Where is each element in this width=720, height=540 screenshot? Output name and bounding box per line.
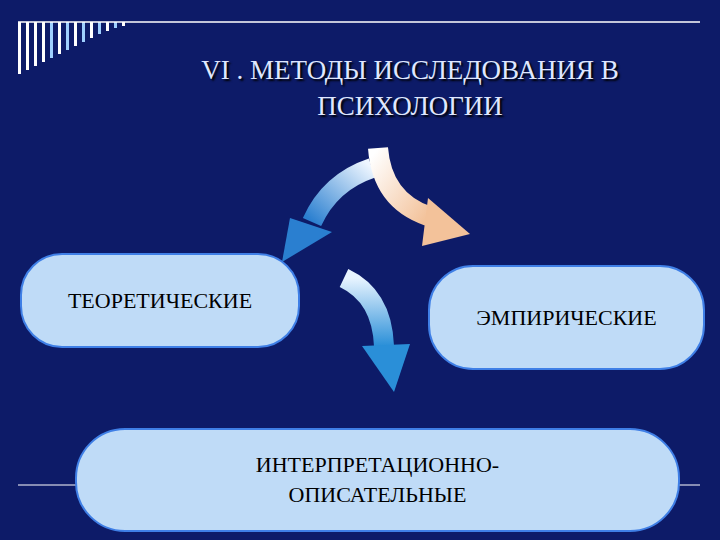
corner-bars: [18, 22, 125, 74]
middle-arrow: [344, 278, 410, 392]
method-box: ТЕОРЕТИЧЕСКИЕ: [20, 253, 300, 348]
slide-title: VI . МЕТОДЫ ИССЛЕДОВАНИЯ В ПСИХОЛОГИИ: [140, 52, 680, 124]
method-label: ИНТЕРПРЕТАЦИОННО- ОПИСАТЕЛЬНЫЕ: [218, 450, 538, 510]
method-box: ЭМПИРИЧЕСКИЕ: [428, 265, 705, 370]
top-rule: [18, 21, 700, 23]
method-label: ТЕОРЕТИЧЕСКИЕ: [68, 286, 252, 316]
method-box: ИНТЕРПРЕТАЦИОННО- ОПИСАТЕЛЬНЫЕ: [75, 428, 680, 532]
right-arrow: [378, 148, 470, 246]
method-label: ЭМПИРИЧЕСКИЕ: [476, 303, 656, 333]
left-arrow: [282, 168, 372, 262]
